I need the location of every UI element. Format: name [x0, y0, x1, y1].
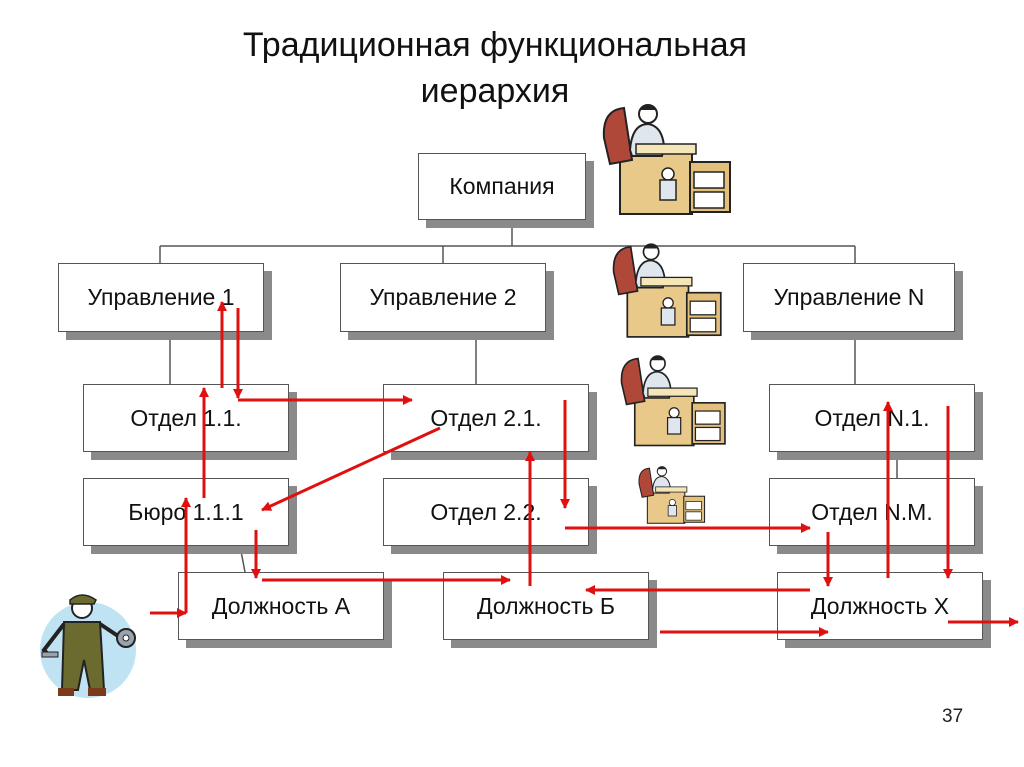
- page-number: 37: [942, 706, 964, 727]
- slide-title: Традиционная функциональная иерархия: [150, 22, 840, 114]
- node-directorate-2: Управление 2: [340, 263, 546, 332]
- node-directorate-n: Управление N: [743, 263, 955, 332]
- node-company: Компания: [418, 153, 586, 220]
- node-dept-n-m-label: Отдел N.M.: [811, 498, 933, 525]
- worker-with-gear-icon: [40, 594, 136, 698]
- node-company-label: Компания: [449, 173, 555, 199]
- node-dept-2-1-label: Отдел 2.1.: [430, 404, 542, 431]
- node-dept-2-1: Отдел 2.1.: [383, 384, 589, 452]
- node-position-a: Должность А: [178, 572, 384, 640]
- node-directorate-2-label: Управление 2: [369, 284, 517, 310]
- node-directorate-n-label: Управление N: [773, 284, 925, 310]
- node-dept-n-1: Отдел N.1.: [769, 384, 975, 452]
- node-position-a-label: Должность А: [211, 592, 351, 619]
- node-position-x: Должность Х: [777, 572, 983, 640]
- title-line-2: иерархия: [420, 72, 570, 110]
- node-position-b-label: Должность Б: [477, 592, 615, 619]
- node-dept-2-2: Отдел 2.2.: [383, 478, 589, 546]
- node-dept-n-1-label: Отдел N.1.: [814, 404, 930, 431]
- node-directorate-1-label: Управление 1: [87, 284, 235, 310]
- node-position-x-label: Должность Х: [810, 592, 950, 619]
- node-dept-2-2-label: Отдел 2.2.: [430, 498, 542, 525]
- node-dept-1-1-label: Отдел 1.1.: [130, 404, 242, 431]
- node-directorate-1: Управление 1: [58, 263, 264, 332]
- node-position-b: Должность Б: [443, 572, 649, 640]
- title-line-1: Традиционная функциональная: [242, 26, 748, 64]
- node-dept-1-1: Отдел 1.1.: [83, 384, 289, 452]
- node-dept-n-m: Отдел N.M.: [769, 478, 975, 546]
